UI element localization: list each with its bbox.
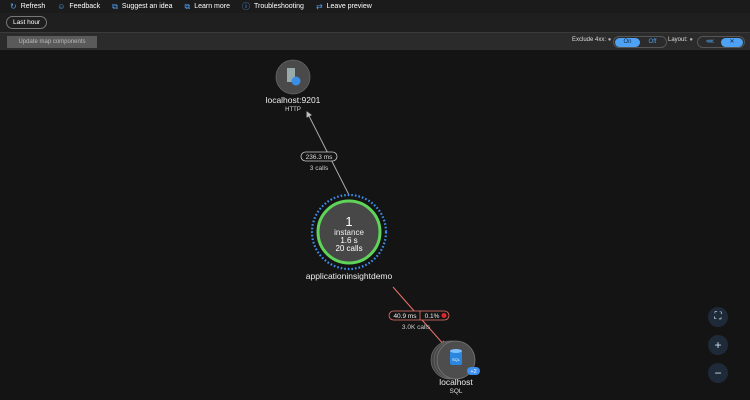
exclude-4xx-label: Exclude 4xx: ●: [572, 37, 612, 43]
feedback-button[interactable]: ☺Feedback: [57, 1, 101, 11]
info-icon: ●: [689, 37, 693, 43]
update-map-components-button[interactable]: Update map components: [7, 36, 97, 48]
refresh-button[interactable]: ↻Refresh: [10, 1, 46, 11]
exclude-4xx-toggle[interactable]: On Off: [613, 36, 667, 48]
exclude-on-option[interactable]: On: [615, 37, 640, 47]
troubleshooting-icon: ⓘ: [241, 1, 250, 11]
edge-label-http[interactable]: 236.3 ms 3 calls: [300, 151, 338, 172]
filter-bar: Last hour: [0, 13, 750, 32]
node-http[interactable]: localhost:9201 HTTP: [266, 59, 321, 113]
svg-text:236.3 ms: 236.3 ms: [306, 154, 333, 161]
info-icon: ●: [607, 37, 612, 43]
svg-text:localhost:9201: localhost:9201: [266, 95, 321, 105]
force-layout-icon[interactable]: ✕: [721, 37, 743, 47]
svg-text:localhost: localhost: [439, 377, 473, 387]
time-range-pill[interactable]: Last hour: [6, 16, 48, 29]
svg-text:1: 1: [345, 214, 352, 229]
minus-icon: −: [714, 366, 722, 380]
leave-preview-button[interactable]: ⇄Leave preview: [315, 1, 372, 11]
layout-label: Layout: ●: [668, 37, 693, 43]
sql-database-icon: SQL: [450, 349, 462, 365]
refresh-icon: ↻: [10, 1, 17, 11]
svg-text:40.9 ms: 40.9 ms: [393, 313, 417, 320]
web-server-icon: [287, 68, 301, 86]
svg-text:0.1%: 0.1%: [425, 313, 440, 320]
application-map[interactable]: 236.3 ms 3 calls 40.9 ms 0.1% 3.0K calls…: [0, 50, 750, 400]
plus-icon: +: [714, 338, 722, 352]
node-app[interactable]: 1 instance 1.6 s 20 calls applicationins…: [306, 193, 393, 281]
node-sql[interactable]: SQL +2 localhost SQL: [430, 340, 480, 395]
svg-text:SQL: SQL: [449, 388, 462, 395]
learn-more-button[interactable]: ⧉Learn more: [184, 1, 230, 11]
feedback-icon: ☺: [57, 1, 66, 11]
more-instances-badge: [467, 367, 480, 375]
svg-text:1.6 s: 1.6 s: [340, 236, 357, 245]
command-bar: ↻Refresh ☺Feedback ⧉Suggest an idea ⧉Lea…: [0, 0, 750, 13]
zoom-out-button[interactable]: −: [708, 363, 728, 383]
svg-text:instance: instance: [334, 228, 364, 237]
zoom-in-button[interactable]: +: [708, 335, 728, 355]
svg-text:HTTP: HTTP: [285, 107, 301, 113]
external-link-icon: ⧉: [184, 1, 191, 11]
svg-text:20 calls: 20 calls: [335, 244, 362, 253]
fit-screen-icon: ⛶: [714, 311, 722, 322]
suggest-idea-button[interactable]: ⧉Suggest an idea: [112, 1, 173, 11]
edge-label-sql[interactable]: 40.9 ms 0.1% 3.0K calls: [388, 310, 450, 331]
map-options-bar: Update map components Exclude 4xx: ● On …: [0, 32, 750, 50]
svg-text:+2: +2: [470, 369, 476, 375]
hierarchical-layout-icon[interactable]: ⋘: [705, 38, 715, 45]
error-icon: [441, 313, 447, 318]
svg-text:3 calls: 3 calls: [310, 165, 329, 172]
external-link-icon: ⧉: [112, 1, 118, 11]
svg-text:SQL: SQL: [452, 357, 461, 362]
layout-toggle[interactable]: ⋘ ✕: [697, 36, 745, 48]
fit-to-screen-button[interactable]: ⛶: [708, 307, 728, 327]
exclude-off-option[interactable]: Off: [648, 38, 657, 45]
svg-text:3.0K calls: 3.0K calls: [402, 324, 431, 331]
svg-text:applicationinsightdemo: applicationinsightdemo: [306, 271, 393, 281]
swap-icon: ⇄: [315, 1, 323, 11]
